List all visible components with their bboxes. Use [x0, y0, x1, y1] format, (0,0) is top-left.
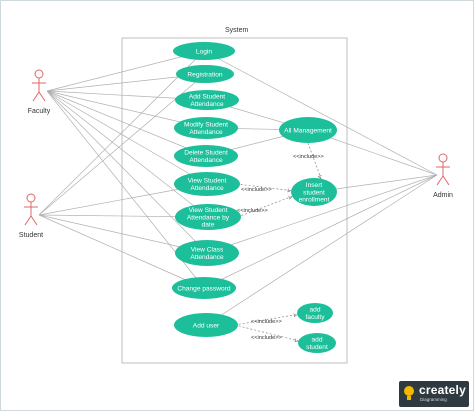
usecase-ellipse — [176, 65, 234, 83]
actor-label: Faculty — [28, 108, 51, 115]
usecase-label: Change password — [177, 285, 230, 292]
usecase-login[interactable]: Login — [173, 42, 235, 60]
usecase-ellipse — [291, 178, 337, 206]
association-line — [38, 214, 205, 289]
association-line — [46, 90, 209, 218]
association-line — [203, 174, 438, 289]
include-arrow — [237, 196, 293, 218]
include-arrowhead — [294, 338, 299, 343]
association-line — [46, 90, 208, 254]
usecase-label: All Management — [284, 127, 332, 134]
actor-leg-right — [30, 215, 38, 226]
association-line — [205, 174, 438, 326]
usecase-label: Registration — [187, 71, 223, 78]
association-line — [206, 174, 438, 254]
association-line — [203, 50, 438, 176]
include-arrowhead — [317, 174, 322, 179]
usecase-label: Login — [196, 48, 212, 55]
actor-head — [438, 153, 448, 163]
actor-faculty[interactable]: Faculty — [28, 69, 51, 115]
creately-badge[interactable]: creately Diagramming — [399, 381, 469, 407]
include-label: <<include>> — [251, 335, 282, 341]
include-arrowhead — [287, 188, 292, 193]
usecase-registration[interactable]: Registration — [176, 65, 234, 83]
actor-leg-right — [442, 175, 450, 186]
usecase-ellipse — [174, 145, 238, 167]
actor-leg-left — [32, 91, 40, 102]
include-arrow — [234, 314, 298, 326]
usecase-ellipse — [174, 313, 238, 337]
actor-leg-left — [436, 175, 444, 186]
include-arrow — [234, 324, 299, 342]
include-arrowhead — [293, 313, 298, 318]
usecase-change-password[interactable]: Change password — [172, 277, 236, 299]
association-line — [38, 214, 208, 254]
lightbulb-icon — [404, 386, 414, 400]
actor-leg-right — [38, 91, 46, 102]
association-line — [46, 90, 207, 129]
include-label: <<include>> — [293, 154, 324, 160]
include-arrow — [307, 142, 322, 179]
actor-label: Admin — [433, 192, 453, 199]
usecase-ellipse — [175, 240, 239, 266]
actor-head — [34, 69, 44, 79]
usecase-ellipse — [175, 204, 241, 230]
usecase-label: Add user — [193, 322, 220, 329]
association-line — [46, 90, 208, 185]
usecase-ellipse — [175, 90, 239, 110]
include-label: <<include>> — [251, 319, 282, 325]
system-label: System — [225, 27, 249, 34]
brand-tagline: Diagramming — [420, 397, 447, 402]
association-line — [46, 50, 205, 92]
usecase-ellipse — [174, 117, 238, 139]
actor-student[interactable]: Student — [19, 193, 43, 239]
usecase-ellipse — [279, 117, 337, 143]
usecase-ellipse — [174, 172, 240, 196]
actor-admin[interactable]: Admin — [433, 153, 453, 199]
usecase-ellipse — [297, 303, 333, 323]
usecase-all-management[interactable]: All Management — [279, 117, 337, 143]
include-arrowhead — [288, 195, 293, 200]
actor-label: Student — [19, 232, 43, 239]
usecase-ellipse — [173, 42, 235, 60]
association-line — [38, 50, 205, 216]
include-label: <<include>> — [237, 208, 268, 214]
usecase-ellipse — [298, 333, 336, 353]
actor-head — [26, 193, 36, 203]
usecase-add-user[interactable]: Add user — [174, 313, 238, 337]
association-line — [46, 90, 207, 157]
include-arrow — [236, 183, 292, 191]
system-boundary — [121, 37, 348, 364]
actor-leg-left — [24, 215, 32, 226]
include-label: <<include>> — [241, 187, 272, 193]
brand-name: creately — [419, 383, 466, 397]
usecase-ellipse — [172, 277, 236, 299]
